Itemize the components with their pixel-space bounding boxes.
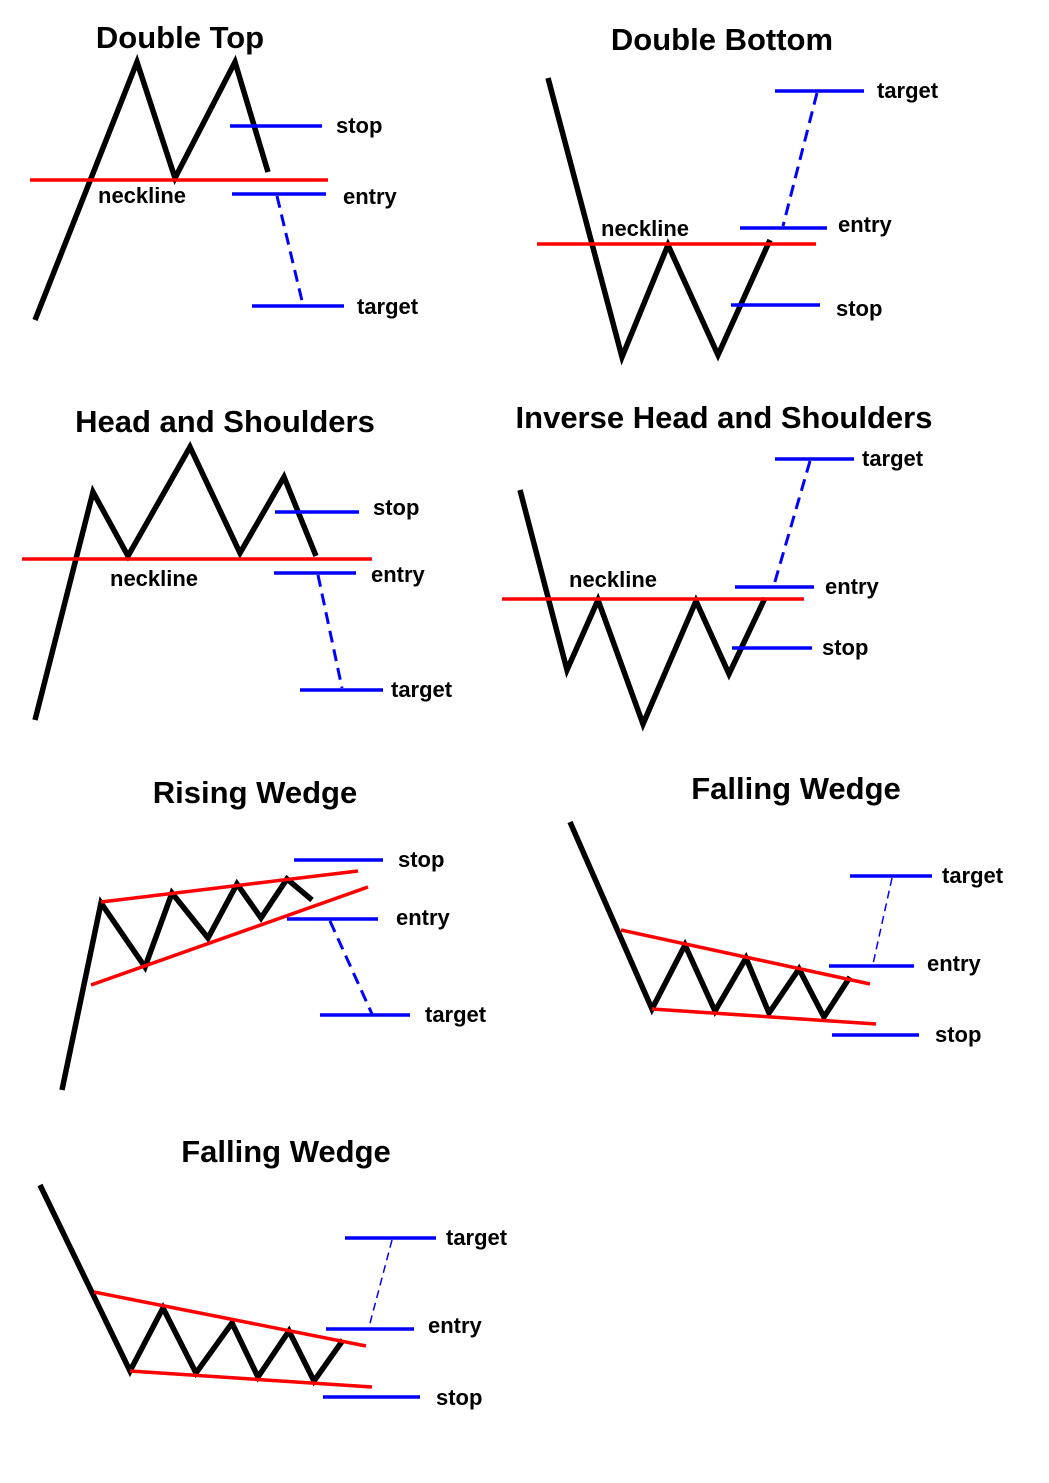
projection-dashed-line bbox=[783, 93, 817, 226]
projection-dashed-line bbox=[318, 575, 342, 688]
projection-dashed-line bbox=[277, 196, 303, 305]
pattern-inverse-head-shoulders: Inverse Head and Shoulders neckline targ… bbox=[502, 400, 932, 724]
price-line bbox=[570, 822, 850, 1017]
target-label: target bbox=[357, 294, 419, 319]
stop-label: stop bbox=[336, 113, 382, 138]
target-label: target bbox=[942, 863, 1004, 888]
entry-label: entry bbox=[343, 184, 398, 209]
stop-label: stop bbox=[822, 635, 868, 660]
stop-label: stop bbox=[935, 1022, 981, 1047]
stop-label: stop bbox=[836, 296, 882, 321]
pattern-title: Inverse Head and Shoulders bbox=[516, 400, 933, 435]
neckline-label: neckline bbox=[110, 566, 198, 591]
price-line bbox=[40, 1185, 343, 1381]
entry-label: entry bbox=[927, 951, 982, 976]
target-label: target bbox=[446, 1225, 508, 1250]
pattern-head-shoulders: Head and Shoulders neckline stop entry t… bbox=[22, 404, 453, 720]
pattern-double-bottom: Double Bottom neckline target entry stop bbox=[537, 22, 939, 357]
pattern-title: Falling Wedge bbox=[691, 771, 901, 806]
pattern-title: Double Top bbox=[96, 20, 264, 55]
pattern-title: Double Bottom bbox=[611, 22, 833, 57]
wedge-upper-trendline bbox=[621, 930, 870, 984]
pattern-title: Falling Wedge bbox=[181, 1134, 391, 1169]
pattern-title: Head and Shoulders bbox=[75, 404, 375, 439]
price-line bbox=[62, 879, 312, 1090]
pattern-double-top: Double Top neckline stop entry target bbox=[30, 20, 419, 320]
pattern-rising-wedge: Rising Wedge stop entry target bbox=[62, 775, 487, 1090]
neckline-label: neckline bbox=[569, 567, 657, 592]
stop-label: stop bbox=[398, 847, 444, 872]
price-line bbox=[520, 490, 765, 724]
target-label: target bbox=[425, 1002, 487, 1027]
stop-label: stop bbox=[436, 1385, 482, 1410]
neckline-label: neckline bbox=[98, 183, 186, 208]
entry-label: entry bbox=[428, 1313, 483, 1338]
target-label: target bbox=[877, 78, 939, 103]
entry-label: entry bbox=[825, 574, 880, 599]
pattern-falling-wedge-2: Falling Wedge target entry stop bbox=[40, 1134, 508, 1410]
wedge-lower-trendline bbox=[130, 1371, 372, 1387]
projection-dashed-line bbox=[369, 1240, 392, 1327]
neckline-label: neckline bbox=[601, 216, 689, 241]
wedge-upper-trendline bbox=[94, 1292, 366, 1346]
pattern-falling-wedge-1: Falling Wedge target entry stop bbox=[570, 771, 1004, 1047]
target-label: target bbox=[862, 446, 924, 471]
stop-label: stop bbox=[373, 495, 419, 520]
entry-label: entry bbox=[371, 562, 426, 587]
projection-dashed-line bbox=[774, 461, 810, 585]
wedge-lower-trendline bbox=[652, 1009, 876, 1024]
projection-dashed-line bbox=[330, 921, 372, 1014]
entry-label: entry bbox=[396, 905, 451, 930]
entry-label: entry bbox=[838, 212, 893, 237]
target-label: target bbox=[391, 677, 453, 702]
pattern-title: Rising Wedge bbox=[153, 775, 357, 810]
projection-dashed-line bbox=[873, 878, 892, 964]
